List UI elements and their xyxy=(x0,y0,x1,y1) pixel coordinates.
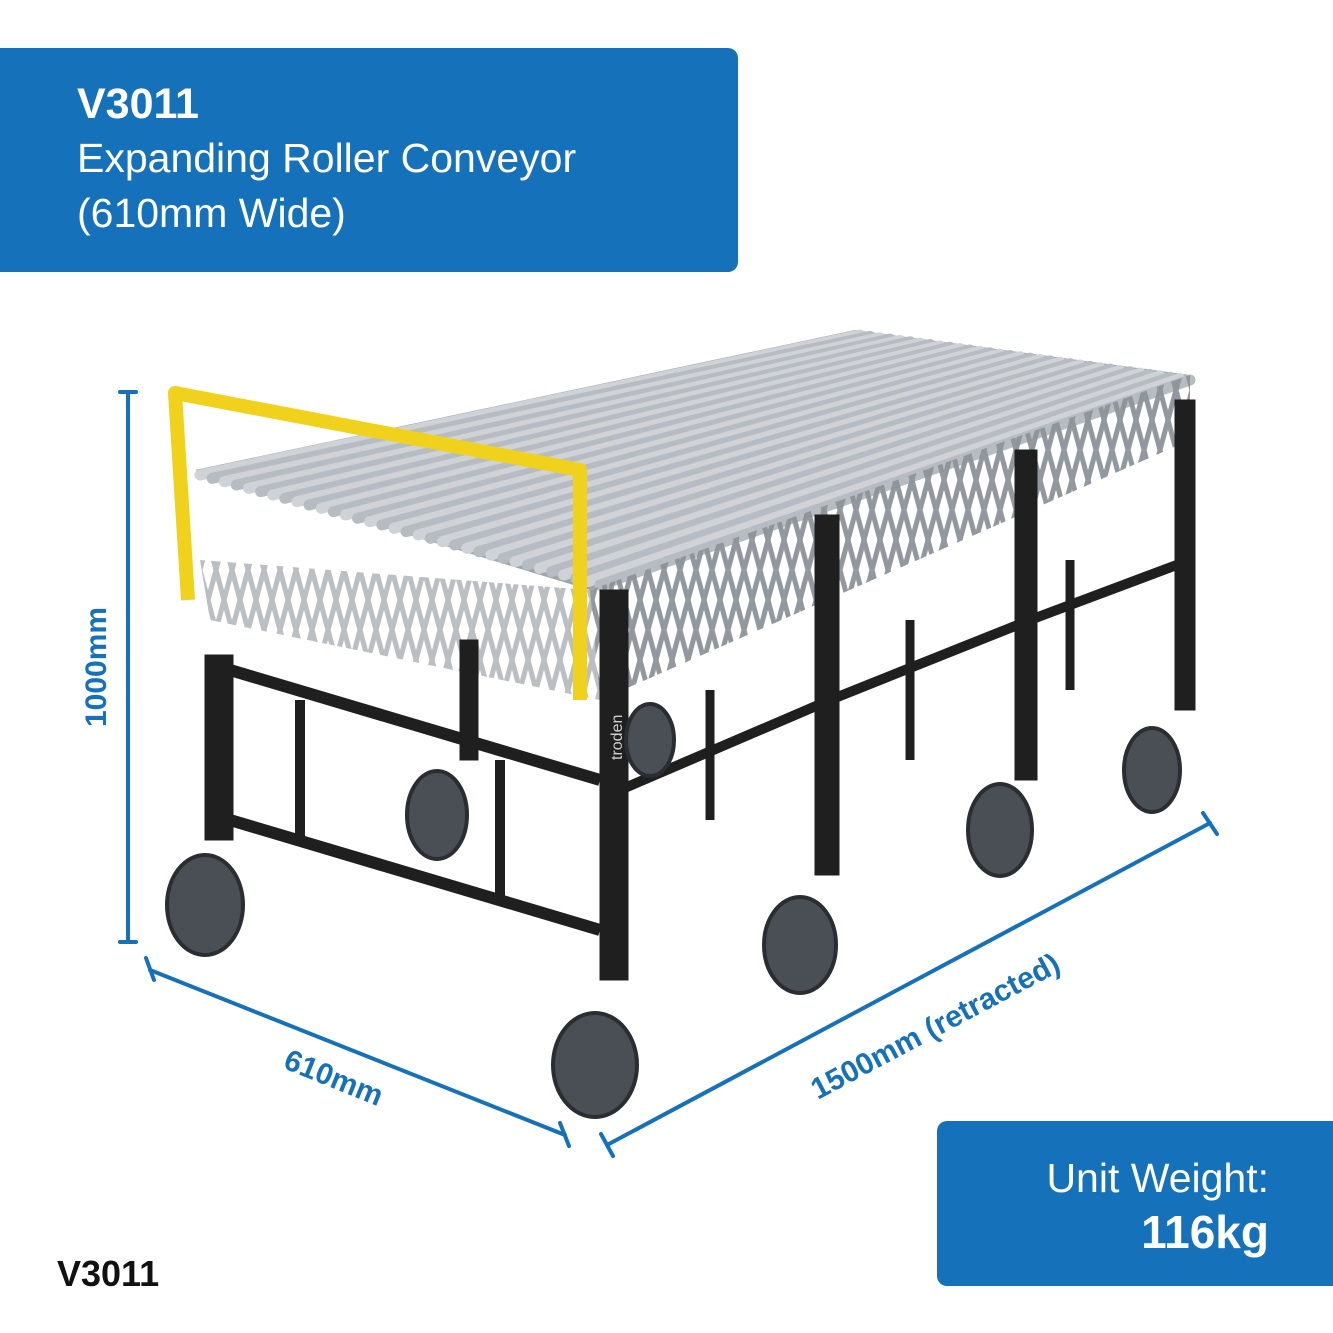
dimension-lines xyxy=(118,390,1219,1158)
yellow-handle xyxy=(168,386,587,700)
wheel xyxy=(551,1011,639,1119)
width-dimension-label: 610mm xyxy=(279,1044,387,1113)
wheel xyxy=(966,782,1034,878)
length-dimension-line xyxy=(605,821,1212,1147)
wheel xyxy=(165,853,245,957)
leg-back-right xyxy=(1174,399,1196,711)
weight-label: Unit Weight: xyxy=(1046,1155,1269,1201)
weight-value: 116kg xyxy=(1141,1206,1269,1258)
wheel xyxy=(624,702,676,778)
width-dimension-line xyxy=(148,968,567,1137)
product-width-note: (610mm Wide) xyxy=(77,190,346,236)
weight-banner: Unit Weight: 116kg xyxy=(937,1121,1333,1286)
cross-bar-top xyxy=(228,664,602,786)
scissor-links-front xyxy=(590,375,1190,700)
scissor-links-side xyxy=(200,560,600,700)
wheel xyxy=(1122,726,1182,814)
product-name: Expanding Roller Conveyor xyxy=(77,135,577,181)
roller-bed xyxy=(194,329,1196,700)
brand-mark: troden xyxy=(609,715,626,760)
height-dimension-label: 1000mm xyxy=(80,607,113,727)
leg-front-back xyxy=(459,639,479,761)
cross-bar-bottom xyxy=(228,814,602,936)
frame xyxy=(204,399,1196,981)
leg-front-left xyxy=(204,654,234,841)
title-banner: V3011 Expanding Roller Conveyor (610mm W… xyxy=(0,48,738,272)
castor-wheels xyxy=(165,702,1182,1119)
wheel xyxy=(405,769,469,861)
product-code-title: V3011 xyxy=(77,80,199,128)
footer-product-code: V3011 xyxy=(57,1253,160,1294)
wheel xyxy=(762,895,838,995)
